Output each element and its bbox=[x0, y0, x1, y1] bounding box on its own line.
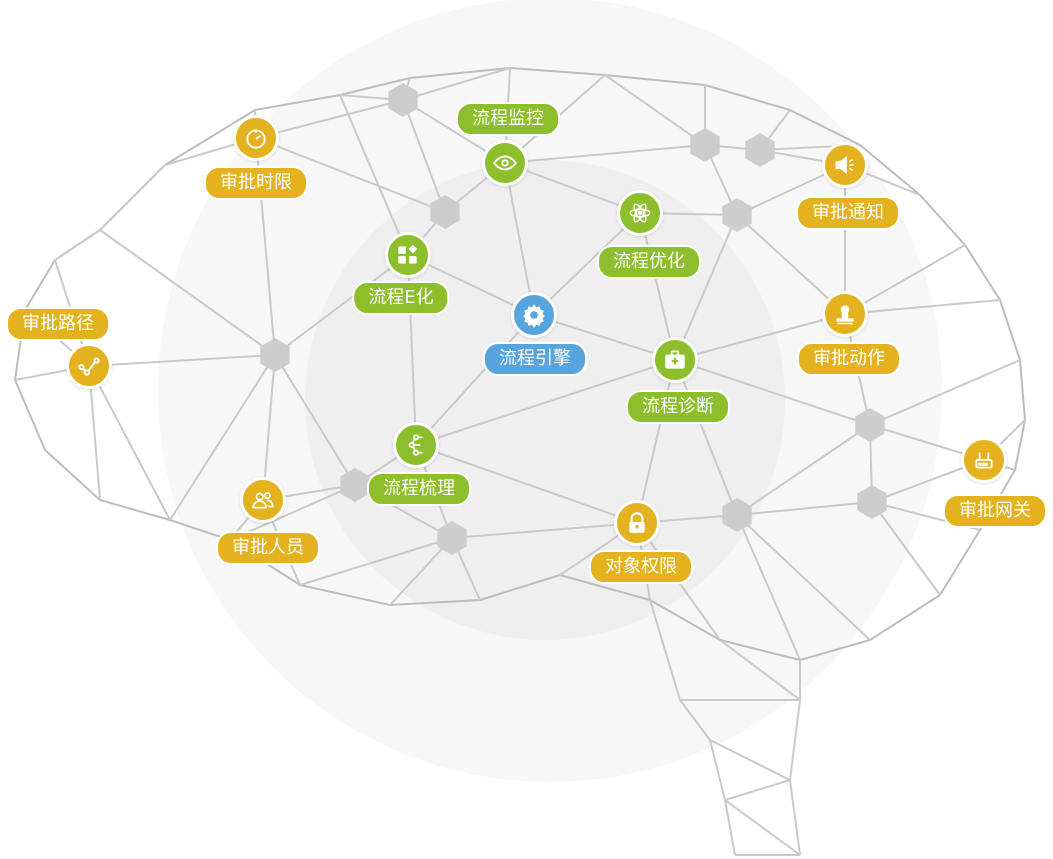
label-approval-action: 审批动作 bbox=[797, 342, 901, 376]
network-link bbox=[674, 214, 738, 361]
network-link bbox=[639, 212, 676, 361]
users-icon bbox=[240, 477, 286, 523]
apps-icon bbox=[385, 232, 431, 278]
network-link bbox=[736, 501, 873, 516]
label-process-engine: 流程引擎 bbox=[483, 342, 587, 376]
network-hub bbox=[722, 498, 752, 532]
network-link bbox=[99, 229, 276, 356]
network-link bbox=[274, 254, 409, 356]
network-hub bbox=[745, 133, 775, 167]
network-link bbox=[533, 314, 676, 361]
network-link bbox=[504, 144, 706, 164]
network-link bbox=[674, 313, 846, 361]
network-link bbox=[869, 359, 1021, 426]
label-object-permission: 对象权限 bbox=[589, 550, 693, 584]
network-hub bbox=[340, 468, 370, 502]
path-icon bbox=[66, 343, 112, 389]
router-icon bbox=[961, 437, 1007, 483]
network-link bbox=[229, 484, 356, 541]
label-approval-notice: 审批通知 bbox=[796, 196, 900, 230]
network-link bbox=[533, 212, 641, 316]
network-hub bbox=[690, 128, 720, 162]
network-link bbox=[736, 514, 801, 661]
network-link bbox=[339, 94, 409, 256]
network-link bbox=[736, 214, 846, 315]
label-process-optimize: 流程优化 bbox=[597, 245, 701, 279]
network-hub bbox=[855, 408, 885, 442]
network-link bbox=[789, 699, 801, 781]
network-link bbox=[299, 537, 453, 586]
network-link bbox=[604, 74, 706, 146]
network-link bbox=[789, 779, 801, 856]
network-link bbox=[674, 359, 871, 426]
network-link bbox=[724, 779, 791, 801]
network-hub bbox=[437, 521, 467, 555]
network-link bbox=[88, 365, 171, 521]
stamp-icon bbox=[822, 291, 868, 337]
network-hub bbox=[388, 83, 418, 117]
label-approval-gateway: 审批网关 bbox=[943, 494, 1047, 528]
network-link bbox=[402, 99, 446, 213]
network-link bbox=[415, 444, 638, 524]
timer-icon bbox=[233, 115, 279, 161]
label-approval-people: 审批人员 bbox=[216, 531, 320, 565]
network-link bbox=[54, 229, 101, 261]
network-link bbox=[504, 162, 535, 316]
network-link bbox=[674, 359, 738, 516]
network-link bbox=[169, 354, 276, 521]
network-hub bbox=[857, 485, 887, 519]
network-link bbox=[255, 137, 446, 213]
atom-icon bbox=[617, 190, 663, 236]
label-approval-path: 审批路径 bbox=[6, 307, 110, 341]
network-hub bbox=[722, 198, 752, 232]
eye-icon bbox=[482, 140, 528, 186]
network-link bbox=[262, 354, 276, 501]
network-link bbox=[844, 299, 1001, 315]
network-link bbox=[389, 537, 453, 606]
speaker-icon bbox=[822, 142, 868, 188]
network-link bbox=[724, 799, 801, 856]
network-link bbox=[451, 522, 638, 539]
label-process-diagnose: 流程诊断 bbox=[626, 390, 730, 424]
network-link bbox=[415, 359, 676, 446]
network-link bbox=[736, 424, 871, 516]
network-link bbox=[88, 354, 276, 367]
network-hub bbox=[260, 338, 290, 372]
network-link bbox=[636, 359, 676, 524]
network-link bbox=[255, 99, 404, 139]
label-process-e: 流程E化 bbox=[352, 281, 450, 315]
network-link bbox=[736, 514, 871, 641]
network-link bbox=[724, 799, 736, 856]
network-link bbox=[649, 599, 681, 701]
network-hub bbox=[430, 195, 460, 229]
label-approval-time: 审批时限 bbox=[204, 166, 308, 200]
lock-icon bbox=[614, 500, 660, 546]
gear-icon bbox=[511, 292, 557, 338]
medkit-icon bbox=[652, 337, 698, 383]
label-process-sort: 流程梳理 bbox=[367, 472, 471, 506]
network-link bbox=[415, 314, 535, 446]
label-process-monitor: 流程监控 bbox=[456, 102, 560, 136]
network-link bbox=[99, 164, 166, 231]
network-link bbox=[871, 501, 941, 596]
network-link bbox=[274, 354, 356, 486]
network-link bbox=[679, 699, 711, 741]
network-link bbox=[709, 739, 726, 801]
network-link bbox=[709, 739, 791, 781]
network-link bbox=[719, 639, 801, 701]
network-link bbox=[402, 67, 511, 101]
flow-icon bbox=[393, 422, 439, 468]
